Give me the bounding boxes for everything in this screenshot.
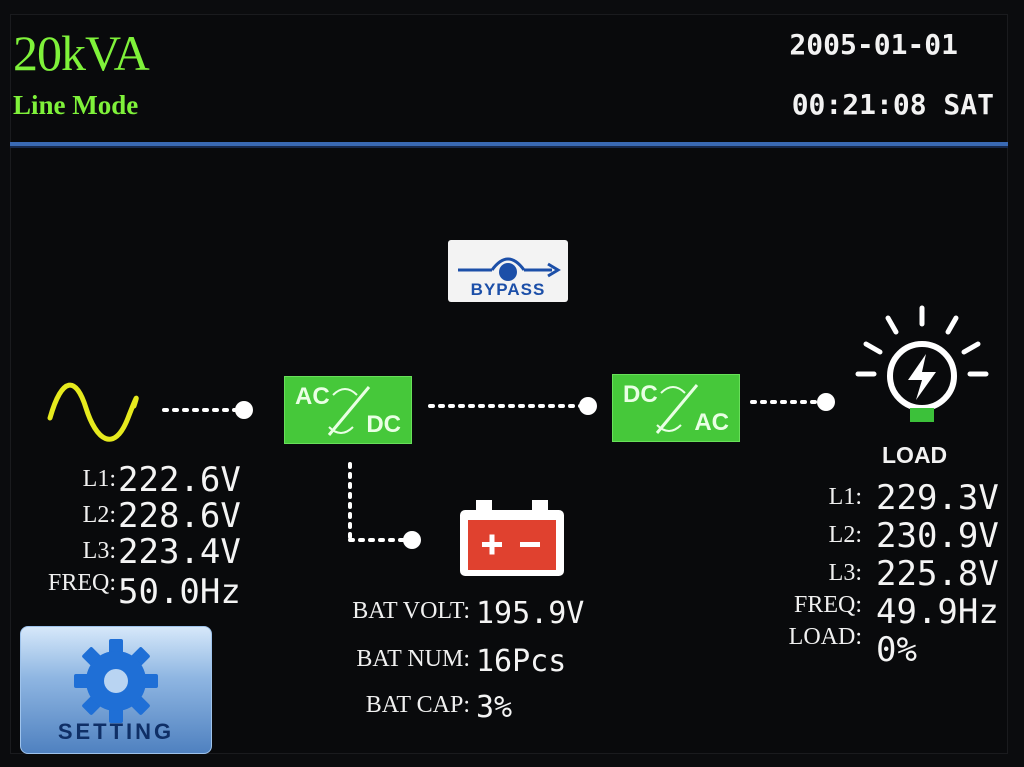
output-freq-label: FREQ: — [793, 592, 862, 618]
input-l2-label: L2: — [82, 502, 116, 528]
input-freq-value: 50.0Hz — [118, 572, 241, 612]
input-freq-label: FREQ: — [47, 570, 116, 596]
rectifier-bottom-label: DC — [366, 411, 401, 438]
dc-bus-node — [579, 397, 597, 415]
header-divider-shadow — [10, 146, 1008, 148]
rectifier-diagonal-icon — [327, 386, 371, 436]
inverter-dc-ac[interactable]: DC AC — [612, 374, 740, 442]
output-l3-value: 225.8V — [876, 554, 999, 594]
inverter-top-label: DC — [623, 381, 658, 408]
inverter-diagonal-icon — [655, 384, 699, 434]
bypass-button[interactable]: BYPASS — [448, 240, 568, 302]
bypass-icon — [458, 257, 561, 281]
output-l2-label: L2: — [828, 522, 862, 548]
rectifier-ac-dc[interactable]: AC DC — [284, 376, 412, 444]
load-label: LOAD — [882, 442, 948, 468]
header-divider — [10, 142, 1008, 146]
output-load-value: 0% — [876, 630, 917, 670]
lightbulb-load-icon — [855, 305, 989, 422]
input-l1-value: 222.6V — [118, 460, 241, 500]
output-freq-value: 49.9Hz — [876, 592, 999, 632]
output-node — [817, 393, 835, 411]
gear-icon — [74, 639, 158, 723]
inverter-bottom-label: AC — [694, 409, 729, 436]
bat-num-value: 16Pcs — [476, 644, 567, 679]
operating-mode: Line Mode — [13, 90, 139, 120]
setting-label: SETTING — [57, 719, 175, 744]
battery-node — [403, 531, 421, 549]
bypass-label: BYPASS — [470, 280, 546, 299]
input-l2-value: 228.6V — [118, 496, 241, 536]
bat-num-label: BAT NUM: — [356, 646, 470, 672]
battery-icon[interactable] — [458, 500, 566, 578]
output-l1-label: L1: — [828, 484, 862, 510]
input-l1-label: L1: — [82, 466, 116, 492]
input-node — [235, 401, 253, 419]
input-l3-label: L3: — [82, 538, 116, 564]
input-l3-value: 223.4V — [118, 532, 241, 572]
bat-cap-value: 3% — [476, 690, 513, 725]
bat-volt-value: 195.9V — [476, 596, 585, 631]
ac-sine-wave-icon — [47, 382, 139, 442]
ups-display-screen: 20kVA Line Mode 2005-01-01 00:21:08 SAT — [10, 14, 1008, 754]
date-readout: 2005-01-01 — [789, 28, 958, 61]
bat-cap-label: BAT CAP: — [365, 692, 470, 718]
ups-model: 20kVA — [13, 25, 150, 81]
setting-button[interactable]: SETTING — [20, 626, 212, 754]
time-readout: 00:21:08 SAT — [791, 88, 994, 121]
output-l3-label: L3: — [828, 560, 862, 586]
rectifier-top-label: AC — [295, 383, 330, 410]
bat-volt-label: BAT VOLT: — [352, 598, 470, 624]
output-load-label: LOAD: — [788, 624, 862, 650]
output-l1-value: 229.3V — [876, 478, 999, 518]
output-l2-value: 230.9V — [876, 516, 999, 556]
flow-diagram — [47, 305, 989, 549]
